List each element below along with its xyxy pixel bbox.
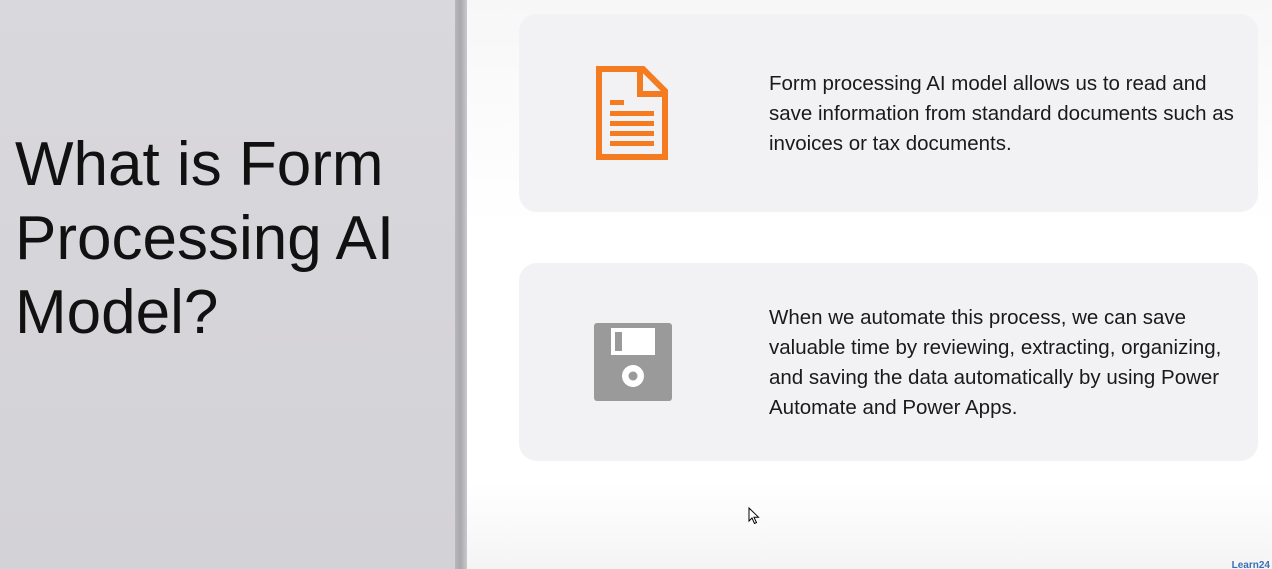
watermark-logo: Learn24 — [1231, 560, 1270, 569]
info-card-form-processing: Form processing AI model allows us to re… — [519, 14, 1258, 212]
slide-title: What is Form Processing AI Model? — [15, 130, 395, 347]
panel-divider — [455, 0, 467, 569]
card-description: Form processing AI model allows us to re… — [769, 72, 1234, 155]
floppy-disk-icon — [594, 323, 672, 401]
document-icon — [596, 66, 668, 160]
mouse-pointer-icon — [748, 507, 760, 525]
card-description: When we automate this process, we can sa… — [769, 306, 1222, 419]
info-card-automation: When we automate this process, we can sa… — [519, 263, 1258, 461]
title-panel: What is Form Processing AI Model? — [0, 0, 455, 569]
